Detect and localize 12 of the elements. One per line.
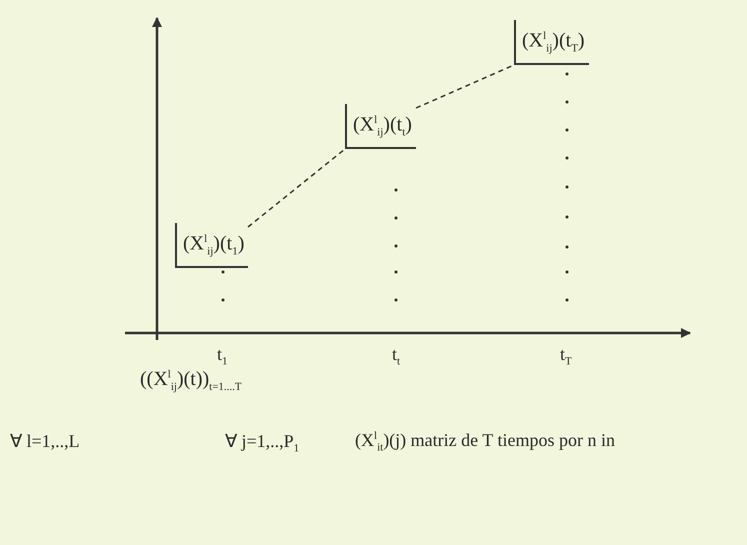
- connector-line: [416, 64, 514, 109]
- formula-text: ((X$^{l}$$_{ij}$)(t))$_{t=1....T}$: [140, 368, 242, 393]
- formula-label: (X$^{l}$$_{ij}$)(t$_{T}$): [514, 20, 589, 65]
- quantifier-text: ∀ j=1,..,P$_{1}$: [225, 430, 300, 455]
- formula-label: (X$^{l}$$_{ij}$)(t$_{1}$): [175, 223, 248, 268]
- formula-label: (X$^{l}$$_{ij}$)(t$_{t}$): [345, 104, 416, 149]
- axis-tick-label: t$_{T}$: [560, 344, 572, 368]
- axis-tick-label: t$_{t}$: [392, 344, 400, 368]
- quantifier-text: ∀ l=1,..,L: [10, 430, 80, 452]
- description-text: (X$^{l}$$_{it}$)(j) matriz de T tiempos por n in: [355, 430, 615, 454]
- axis-tick-label: t$_{1}$: [217, 344, 228, 368]
- connector-line: [248, 148, 346, 228]
